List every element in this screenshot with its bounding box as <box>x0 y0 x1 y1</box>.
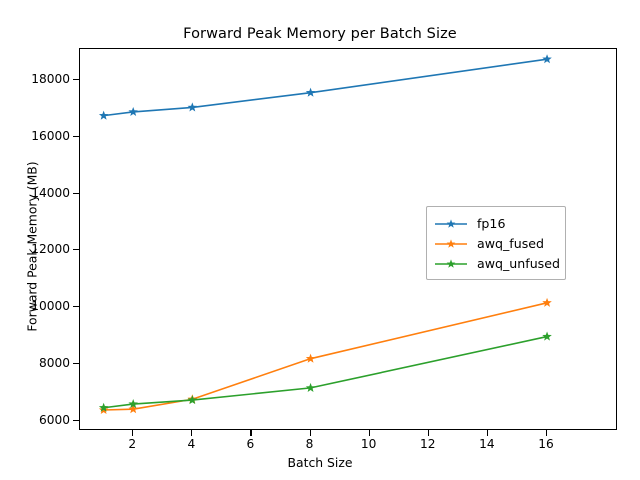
series-marker <box>542 54 552 64</box>
x-tick-mark <box>546 430 548 436</box>
y-tick-mark <box>73 419 79 421</box>
y-tick-mark <box>73 192 79 194</box>
legend-swatch-icon <box>434 216 468 230</box>
series-fp16 <box>98 54 552 120</box>
x-tick-mark <box>368 430 370 436</box>
y-tick-label: 8000 <box>38 355 70 370</box>
legend-item-awq_fused[interactable]: awq_fused <box>434 233 557 253</box>
series-marker <box>305 87 316 97</box>
series-marker <box>128 106 138 116</box>
x-tick-mark <box>132 430 134 436</box>
series-awq_fused <box>98 297 552 415</box>
series-marker <box>128 404 138 414</box>
page-title: Forward Peak Memory per Batch Size <box>183 26 457 42</box>
series-marker <box>187 395 198 405</box>
legend-label: awq_fused <box>477 235 545 251</box>
y-tick-label: 18000 <box>31 72 70 87</box>
series-line <box>103 302 548 411</box>
y-tick-label: 6000 <box>38 412 70 427</box>
legend: fp16 awq_fused awq_unfused <box>426 206 566 280</box>
y-tick-label: 12000 <box>31 242 70 257</box>
x-tick-mark <box>309 430 311 436</box>
legend-item-awq_unfused[interactable]: awq_unfused <box>434 253 560 273</box>
y-tick-label: 16000 <box>31 128 70 143</box>
x-axis-label: Batch Size <box>287 455 353 470</box>
series-marker <box>305 382 316 392</box>
y-tick-mark <box>73 362 79 364</box>
series-lines <box>98 54 552 415</box>
x-tick-label: 6 <box>246 437 255 451</box>
series-marker <box>98 110 109 120</box>
series-marker <box>98 402 109 412</box>
y-axis-label: Forward Peak Memory (MB) <box>24 161 40 332</box>
series-marker <box>305 353 316 363</box>
y-tick-mark <box>73 306 79 308</box>
series-marker <box>542 331 552 341</box>
x-tick-label: 4 <box>187 437 196 451</box>
y-axis-tick-labels: 6000 8000 10000 12000 14000 16000 18000 <box>0 0 70 480</box>
x-tick-label: 14 <box>479 437 495 451</box>
x-tick-label: 12 <box>420 437 436 451</box>
legend-item-fp16[interactable]: fp16 <box>434 213 557 233</box>
series-marker <box>542 297 552 307</box>
x-tick-label: 2 <box>128 437 137 451</box>
series-marker <box>187 102 198 112</box>
x-tick-mark <box>250 430 252 436</box>
y-tick-label: 14000 <box>31 185 70 200</box>
x-tick-mark <box>191 430 193 436</box>
series-marker <box>128 399 138 409</box>
series-line <box>103 58 548 117</box>
x-tick-mark <box>486 430 489 436</box>
x-tick-label: 16 <box>538 437 554 451</box>
series-awq_unfused <box>98 331 552 412</box>
legend-swatch-icon <box>434 256 468 270</box>
y-tick-mark <box>73 135 79 137</box>
y-tick-mark <box>73 79 79 81</box>
x-tick-mark <box>427 430 429 436</box>
plot-area <box>79 48 617 430</box>
legend-swatch-icon <box>434 236 468 250</box>
y-tick-mark <box>73 249 79 251</box>
x-tick-label: 10 <box>360 437 377 451</box>
y-tick-label: 10000 <box>31 299 70 314</box>
legend-label: awq_unfused <box>477 255 560 271</box>
series-line <box>103 335 548 409</box>
legend-label: fp16 <box>477 215 506 231</box>
x-tick-label: 8 <box>305 437 314 451</box>
